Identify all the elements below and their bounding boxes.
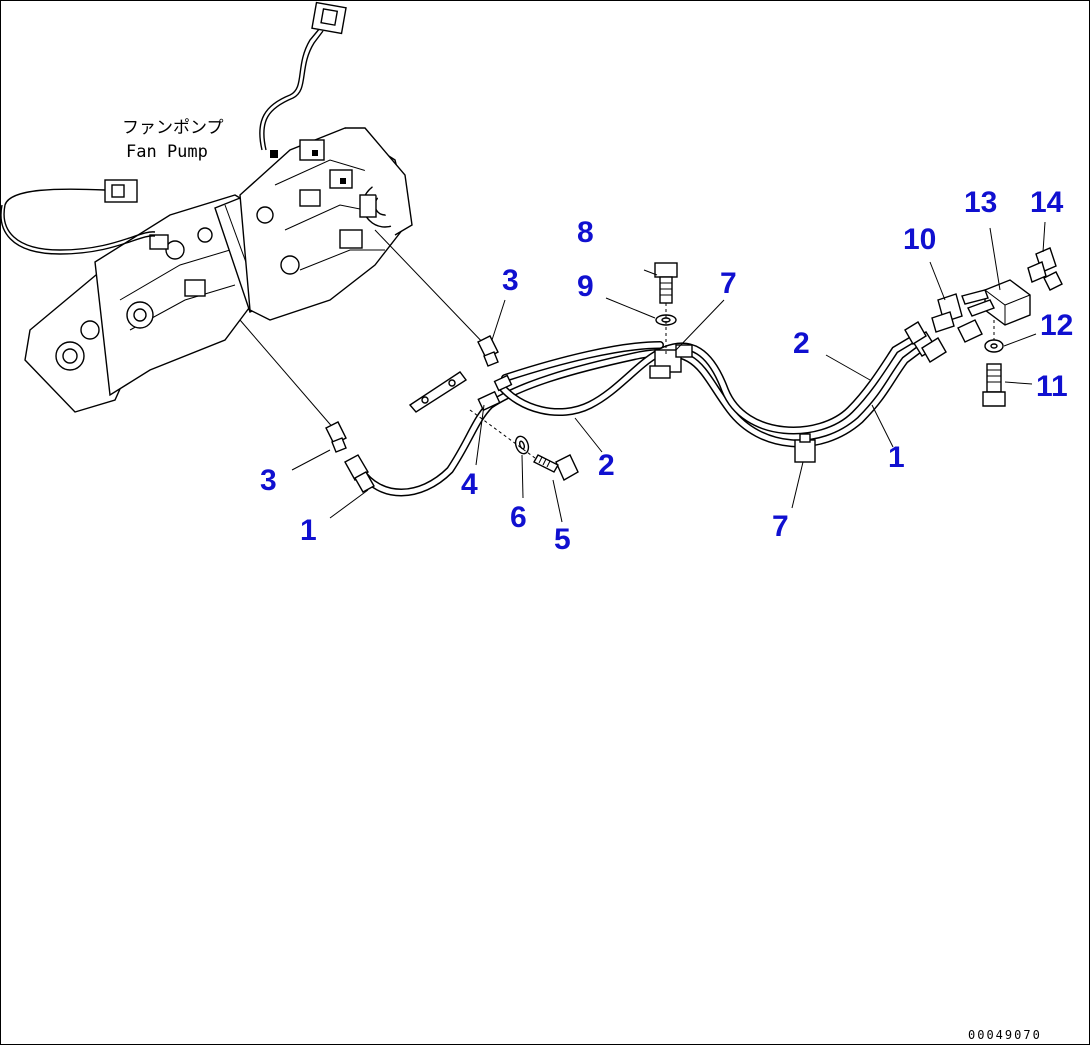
hose-end-fitting-left (344, 454, 375, 493)
port-leader-upper (374, 229, 489, 349)
bolt-5-axis (469, 409, 536, 459)
callout-7-upper: 7 (720, 267, 737, 300)
hose-bundle-upper (501, 341, 664, 382)
clamp-7-lower (794, 433, 816, 463)
hose-2 (496, 334, 919, 435)
sensor-cable-top (259, 1, 347, 151)
bracket-4 (408, 371, 513, 413)
block-13 (961, 279, 1031, 326)
callout-10: 10 (903, 223, 936, 256)
callout-3-lower: 3 (260, 464, 277, 497)
callout-1-right: 1 (888, 441, 905, 474)
elbow-14 (1027, 247, 1063, 291)
hose-end-fittings-right (904, 321, 947, 363)
callout-2-right: 2 (793, 327, 810, 360)
callout-3-upper: 3 (502, 264, 519, 297)
callout-13: 13 (964, 186, 997, 219)
callout-7-lower: 7 (772, 510, 789, 543)
pump-label-jp: ファンポンプ (122, 118, 224, 138)
bolt-5 (533, 454, 579, 481)
connector-fitting (957, 319, 983, 343)
callout-leaders (291, 221, 1046, 523)
fan-pump-drawing (24, 127, 413, 413)
elbow-fitting-3-upper (477, 335, 499, 367)
callout-6: 6 (510, 501, 527, 534)
callout-4: 4 (461, 468, 478, 501)
pump-label-en: Fan Pump (126, 142, 208, 162)
document-number: 00049070 (968, 1028, 1042, 1042)
callout-14: 14 (1030, 186, 1064, 219)
hose-1 (356, 341, 929, 497)
bolt-11 (982, 363, 1006, 407)
washer-6 (514, 435, 530, 455)
sensor-cable-left (0, 179, 156, 255)
callout-9: 9 (577, 270, 594, 303)
bolt-8 (654, 262, 678, 304)
callout-1-left: 1 (300, 514, 317, 547)
elbow-fitting-3-lower (325, 421, 347, 453)
callout-2-middle: 2 (598, 449, 615, 482)
washer-12 (984, 339, 1004, 353)
callout-12: 12 (1040, 309, 1073, 342)
callout-8: 8 (577, 216, 594, 249)
port-leader-lower (239, 319, 336, 431)
clamp-7-upper (649, 344, 693, 379)
callout-11: 11 (1036, 370, 1068, 403)
elbow-10 (931, 293, 963, 333)
callout-5: 5 (554, 523, 571, 556)
